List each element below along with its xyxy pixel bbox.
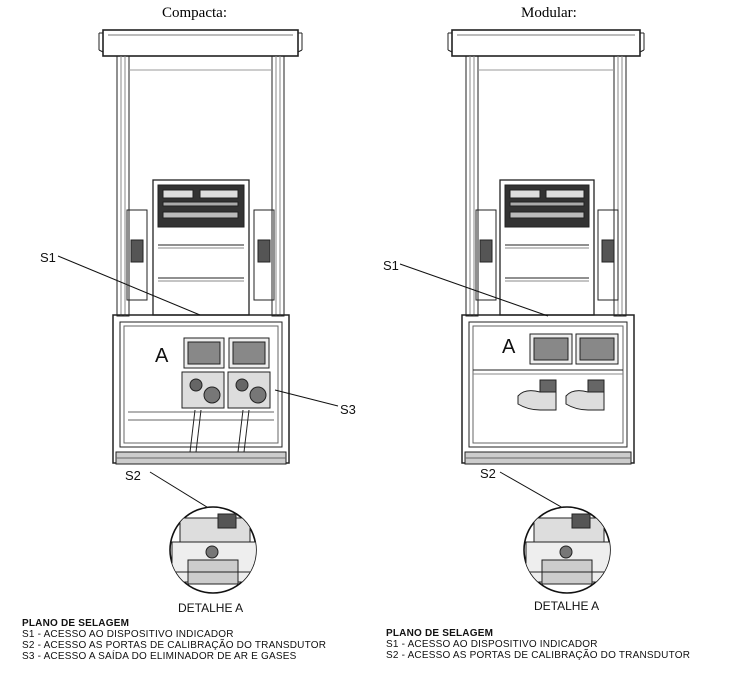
compacta-heading: Compacta: [162,5,227,21]
modular-plan-item-s1: S1 - ACESSO AO DISPOSITIVO INDICADOR [386,639,598,650]
compacta-plan-item-s1: S1 - ACESSO AO DISPOSITIVO INDICADOR [22,629,234,640]
compacta-label-s3: S3 [340,402,356,417]
modular-display-head [499,179,595,316]
modular-canopy [447,29,645,57]
modular-side-holders [475,209,619,301]
compacta-sealing-plan: PLANO DE SELAGEM S1 - ACESSO AO DISPOSIT… [22,618,326,662]
modular-label-a: A [502,336,516,358]
modular-label-s1: S1 [383,258,399,273]
compacta-detail-circle [169,506,257,594]
compacta-plan-title: PLANO DE SELAGEM [22,618,130,629]
compacta-meters [181,337,271,453]
compacta-columns [116,55,285,317]
compacta-canopy [98,29,303,57]
compacta-plan-item-s2: S2 - ACESSO AS PORTAS DE CALIBRAÇÃO DO T… [22,640,327,651]
compacta-detail-label: DETALHE A [178,601,243,615]
compacta-label-s1: S1 [40,250,56,265]
modular-plan-title: PLANO DE SELAGEM [386,628,494,639]
modular-meters [517,333,619,411]
compacta-display-head [152,179,250,316]
modular-heading: Modular: [521,5,577,21]
compacta-dispenser-drawing [98,29,303,465]
compacta-cabinet [112,314,290,465]
modular-plan-item-s2: S2 - ACESSO AS PORTAS DE CALIBRAÇÃO DO T… [386,650,691,661]
compacta-side-holders [126,209,275,301]
modular-label-s2: S2 [480,466,496,481]
modular-cabinet [461,314,635,465]
compacta-label-a: A [155,345,169,367]
compacta-label-s2: S2 [125,468,141,483]
modular-detail-label: DETALHE A [534,599,599,613]
compacta-plan-item-s3: S3 - ACESSO A SAÍDA DO ELIMINADOR DE AR … [22,651,297,662]
modular-sealing-plan: PLANO DE SELAGEM S1 - ACESSO AO DISPOSIT… [386,628,690,661]
modular-dispenser-drawing [447,29,645,465]
modular-detail-circle [523,506,611,594]
